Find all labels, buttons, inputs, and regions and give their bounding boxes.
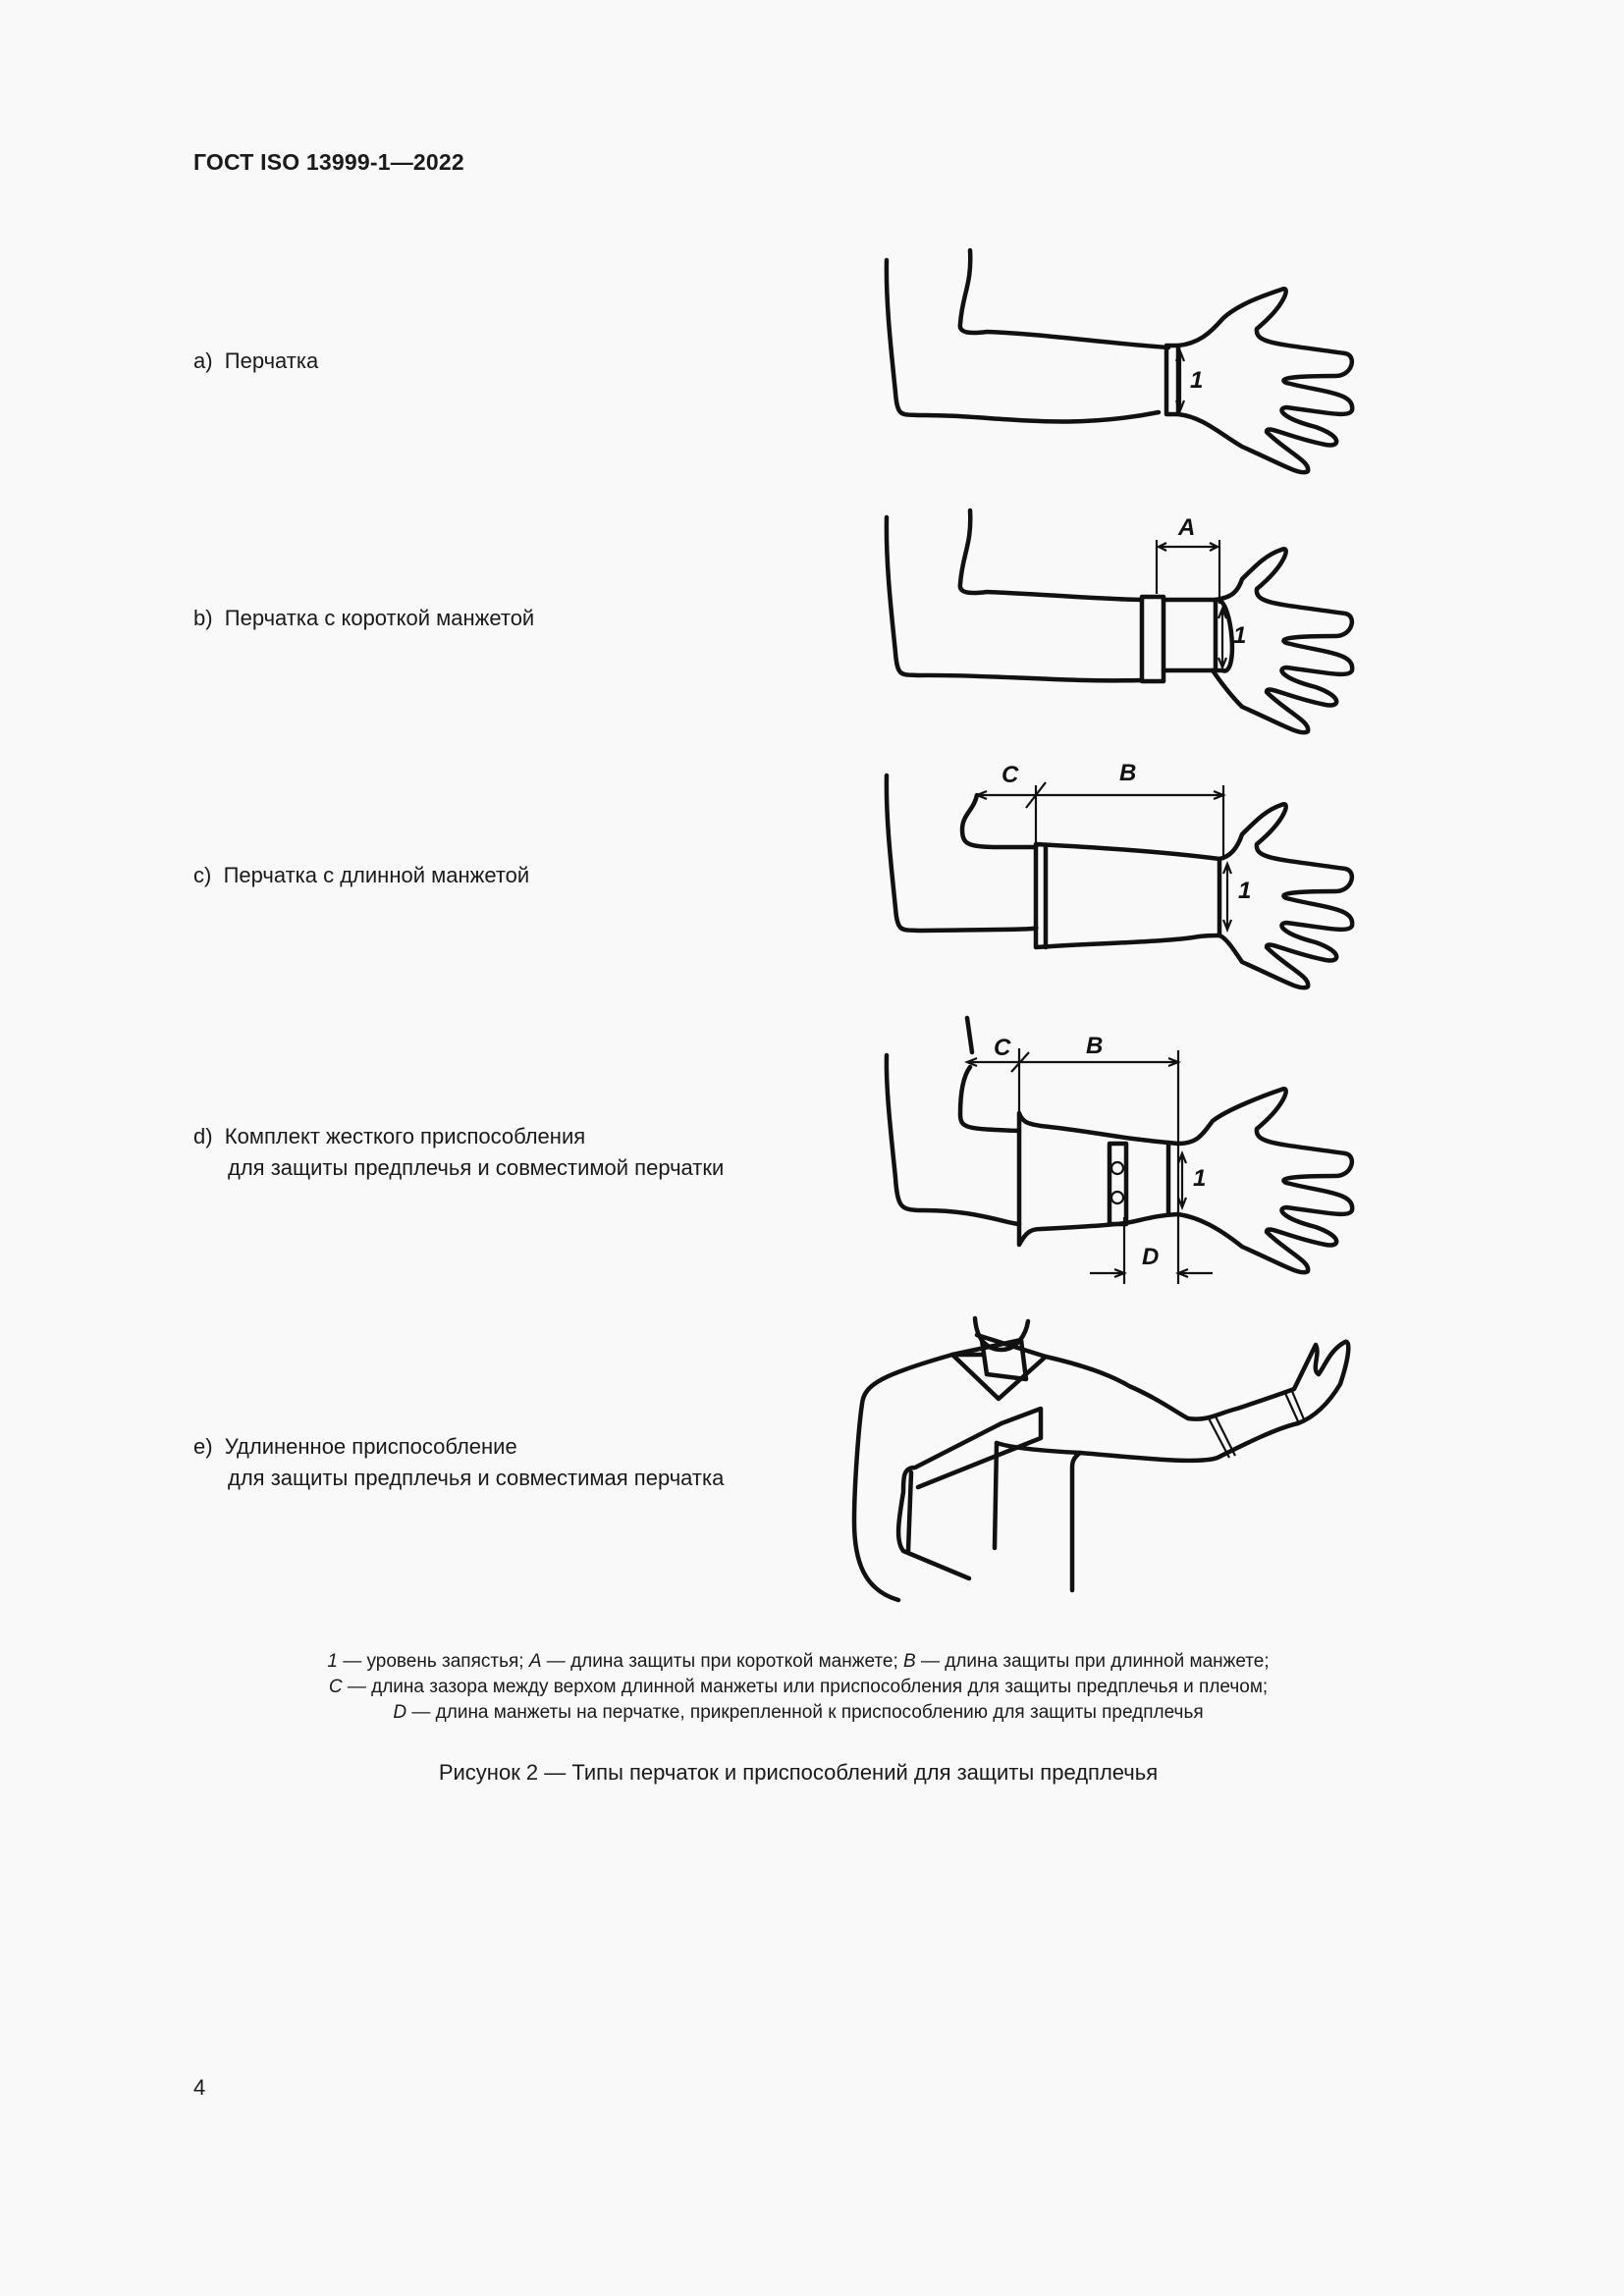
legend-line-2: C — длина зазора между верхом длинной ма… [328,1677,1269,1697]
page-number: 4 [193,2075,206,2100]
figure-legend: 1 — уровень запястья; A — длина защиты п… [196,1649,1400,1726]
dimension-d-label: D [1142,1244,1159,1270]
figure-item-b-label: b) Перчатка с короткой манжетой [193,606,535,630]
dimension-a-label: A [1177,514,1195,541]
dimension-b-label: B [1119,760,1136,786]
dimension-c-label: C [1001,762,1019,788]
dimension-b-label: B [1086,1033,1103,1059]
figure-item-a-label: a) Перчатка [193,348,319,373]
figure-caption: Рисунок 2 — Типы перчаток и приспособлен… [438,1760,1159,1785]
wrist-level-label: 1 [1233,622,1246,649]
dimension-c-label: C [994,1035,1011,1061]
legend-line-3: D — длина манжеты на перчатке, прикрепле… [393,1702,1204,1723]
document-header: ГОСТ ISO 13999-1—2022 [193,149,464,175]
figure-item-c-label: c) Перчатка с длинной манжетой [193,863,530,887]
glove-illustration-b: A 1 [884,507,1355,735]
wrist-level-label: 1 [1238,878,1251,904]
figure-item-e-label: e) Удлиненное приспособление для защиты … [193,1434,725,1490]
glove-illustration-c: C B 1 [884,760,1355,990]
glove-illustration-d: C B D 1 [884,1015,1355,1284]
glove-illustration-e [851,1315,1351,1603]
figure-item-d-label: d) Комплект жесткого приспособления для … [193,1124,725,1180]
wrist-level-label: 1 [1193,1165,1206,1192]
legend-line-1: 1 — уровень запястья; A — длина защиты п… [327,1651,1270,1672]
glove-illustration-a: 1 [884,247,1355,475]
wrist-level-label: 1 [1190,367,1203,394]
